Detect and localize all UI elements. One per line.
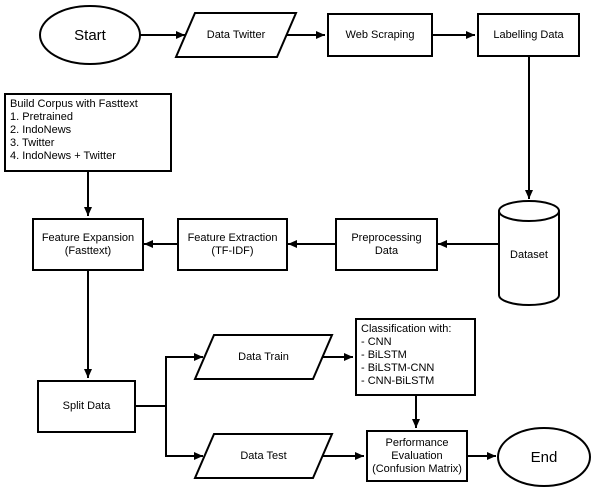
- start-node: Start: [40, 6, 140, 64]
- data-twitter-node: Data Twitter: [176, 13, 296, 57]
- classification-option-2: - BiLSTM: [361, 349, 407, 361]
- dataset-node: Dataset: [499, 240, 559, 270]
- performance-line1: Performance: [385, 436, 449, 449]
- labelling-data-label: Labelling Data: [493, 28, 564, 41]
- web-scraping-node: Web Scraping: [327, 13, 433, 57]
- data-twitter-shape: [174, 12, 298, 58]
- corpus-option-1: 1. Pretrained: [10, 111, 73, 123]
- build-corpus-title: Build Corpus with Fasttext: [10, 98, 138, 110]
- dataset-shape: [498, 211, 560, 306]
- corpus-option-2: 2. IndoNews: [10, 124, 72, 136]
- feature-expansion-line2: (Fasttext): [64, 244, 112, 257]
- dataset-label: Dataset: [510, 248, 548, 261]
- feature-expansion-node: Feature Expansion (Fasttext): [32, 218, 144, 271]
- feature-extraction-node: Feature Extraction (TF-IDF): [177, 218, 288, 271]
- data-train-shape: [193, 334, 334, 380]
- data-test-node: Data Test: [195, 434, 332, 478]
- performance-evaluation-node: Performance Evaluation (Confusion Matrix…: [366, 430, 468, 482]
- preprocessing-node: Preprocessing Data: [335, 218, 438, 271]
- web-scraping-label: Web Scraping: [345, 28, 415, 41]
- end-label: End: [530, 448, 558, 466]
- preprocessing-line1: Preprocessing: [351, 231, 422, 244]
- data-test-shape: [193, 433, 334, 479]
- feature-extraction-line1: Feature Extraction: [187, 231, 278, 244]
- classification-title: Classification with:: [361, 323, 452, 335]
- performance-line3: (Confusion Matrix): [372, 462, 462, 475]
- split-data-node: Split Data: [37, 380, 136, 433]
- performance-line2: Evaluation: [391, 449, 443, 462]
- corpus-option-4: 4. IndoNews + Twitter: [10, 150, 116, 162]
- labelling-data-node: Labelling Data: [477, 13, 580, 57]
- corpus-option-3: 3. Twitter: [10, 137, 55, 149]
- end-terminator-shape: [497, 427, 591, 487]
- classification-option-3: - BiLSTM-CNN: [361, 362, 435, 374]
- dataset-top: [498, 200, 560, 222]
- arrow-split-to-data-test: [165, 406, 203, 460]
- data-twitter-label: Data Twitter: [206, 28, 266, 41]
- classification-option-1: - CNN: [361, 336, 392, 348]
- feature-extraction-line2: (TF-IDF): [211, 244, 254, 257]
- split-data-label: Split Data: [62, 400, 111, 412]
- end-node: End: [498, 428, 590, 486]
- start-label: Start: [74, 26, 106, 44]
- classification-node: Classification with: - CNN - BiLSTM - Bi…: [355, 318, 476, 396]
- feature-expansion-line1: Feature Expansion: [41, 231, 135, 244]
- classification-option-4: - CNN-BiLSTM: [361, 375, 435, 387]
- build-corpus-node: Build Corpus with Fasttext 1. Pretrained…: [4, 93, 172, 172]
- preprocessing-line2: Data: [374, 244, 399, 257]
- data-test-label: Data Test: [240, 449, 287, 462]
- data-train-label: Data Train: [238, 350, 289, 363]
- data-train-node: Data Train: [195, 335, 332, 379]
- arrow-split-to-data-train: [136, 353, 203, 407]
